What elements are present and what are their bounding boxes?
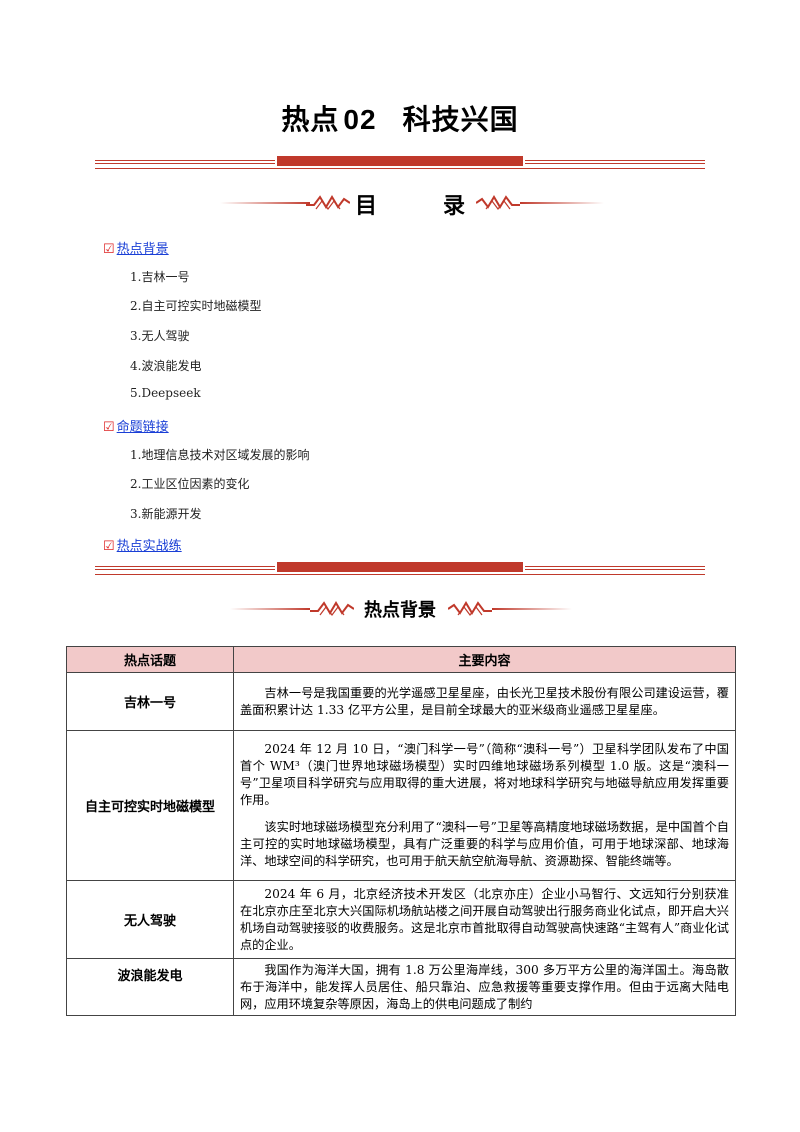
topic-cell: 无人驾驶 bbox=[66, 880, 234, 959]
toc-link-hotspot-background[interactable]: ☑热点背景 bbox=[103, 241, 169, 256]
content-paragraph: 2024 年 12 月 10 日，“澳门科学一号”（简称“澳科一号”）卫星科学团… bbox=[240, 742, 729, 807]
wave-ornament-right-icon bbox=[476, 195, 520, 210]
table-header-row: 热点话题 主要内容 bbox=[66, 646, 736, 673]
topic-cell: 吉林一号 bbox=[66, 672, 234, 731]
toc-item: 3.新能源开发 bbox=[130, 507, 202, 521]
toc-link-question-links[interactable]: ☑命题链接 bbox=[103, 419, 169, 434]
wave-ornament-right-icon bbox=[448, 601, 492, 616]
title-divider bbox=[95, 156, 705, 170]
content-paragraph: 吉林一号是我国重要的光学遥感卫星星座，由长光卫星技术股份有限公司建设运营，覆盖面… bbox=[240, 685, 729, 717]
content-cell: 2024 年 6 月，北京经济技术开发区（北京亦庄）企业小马智行、文远知行分别获… bbox=[233, 880, 736, 959]
toc-heading: 目 录 bbox=[354, 194, 465, 219]
toc-item: 1.地理信息技术对区域发展的影响 bbox=[130, 448, 310, 462]
content-paragraph: 2024 年 6 月，北京经济技术开发区（北京亦庄）企业小马智行、文远知行分别获… bbox=[240, 886, 729, 952]
table-row: 吉林一号 吉林一号是我国重要的光学遥感卫星星座，由长光卫星技术股份有限公司建设运… bbox=[66, 672, 736, 731]
toc-link-practice[interactable]: ☑热点实战练 bbox=[103, 538, 182, 553]
title-suffix: 科技兴国 bbox=[402, 103, 519, 136]
topic-cell: 自主可控实时地磁模型 bbox=[66, 730, 234, 881]
column-header-content: 主要内容 bbox=[233, 646, 736, 673]
title-number: 02 bbox=[343, 104, 377, 135]
checkbox-icon: ☑ bbox=[103, 419, 115, 434]
content-paragraph: 我国作为海洋大国，拥有 1.8 万公里海岸线，300 多万平方公里的海洋国土。海… bbox=[240, 963, 729, 1011]
column-header-topic: 热点话题 bbox=[66, 646, 234, 673]
checkbox-icon: ☑ bbox=[103, 538, 115, 553]
content-cell: 吉林一号是我国重要的光学遥感卫星星座，由长光卫星技术股份有限公司建设运营，覆盖面… bbox=[233, 672, 736, 731]
table-row: 波浪能发电 我国作为海洋大国，拥有 1.8 万公里海岸线，300 多万平方公里的… bbox=[66, 958, 736, 1016]
content-cell: 我国作为海洋大国，拥有 1.8 万公里海岸线，300 多万平方公里的海洋国土。海… bbox=[233, 958, 736, 1016]
section-heading-banner: 热点背景 bbox=[0, 594, 800, 624]
toc-item: 2.自主可控实时地磁模型 bbox=[130, 299, 262, 313]
table-row: 无人驾驶 2024 年 6 月，北京经济技术开发区（北京亦庄）企业小马智行、文远… bbox=[66, 880, 736, 959]
title-prefix: 热点 bbox=[281, 103, 340, 136]
section-heading: 热点背景 bbox=[364, 600, 436, 621]
wave-ornament-left-icon bbox=[310, 601, 354, 616]
hotspot-table: 热点话题 主要内容 吉林一号 吉林一号是我国重要的光学遥感卫星星座，由长光卫星技… bbox=[66, 646, 736, 1016]
table-row: 自主可控实时地磁模型 2024 年 12 月 10 日，“澳门科学一号”（简称“… bbox=[66, 730, 736, 881]
toc-item: 2.工业区位因素的变化 bbox=[130, 477, 250, 491]
content-cell: 2024 年 12 月 10 日，“澳门科学一号”（简称“澳科一号”）卫星科学团… bbox=[233, 730, 736, 881]
toc-item: 5.Deepseek bbox=[130, 386, 201, 400]
toc-item: 3.无人驾驶 bbox=[130, 329, 190, 343]
toc-item: 1.吉林一号 bbox=[130, 270, 190, 284]
toc-heading-banner: 目 录 bbox=[0, 188, 800, 219]
content-paragraph: 该实时地球磁场模型充分利用了“澳科一号”卫星等高精度地球磁场数据，是中国首个自主… bbox=[240, 820, 729, 868]
toc-divider bbox=[95, 562, 705, 576]
topic-cell: 波浪能发电 bbox=[66, 958, 234, 1016]
checkbox-icon: ☑ bbox=[103, 241, 115, 256]
wave-ornament-left-icon bbox=[306, 195, 350, 210]
toc-item: 4.波浪能发电 bbox=[130, 359, 202, 373]
